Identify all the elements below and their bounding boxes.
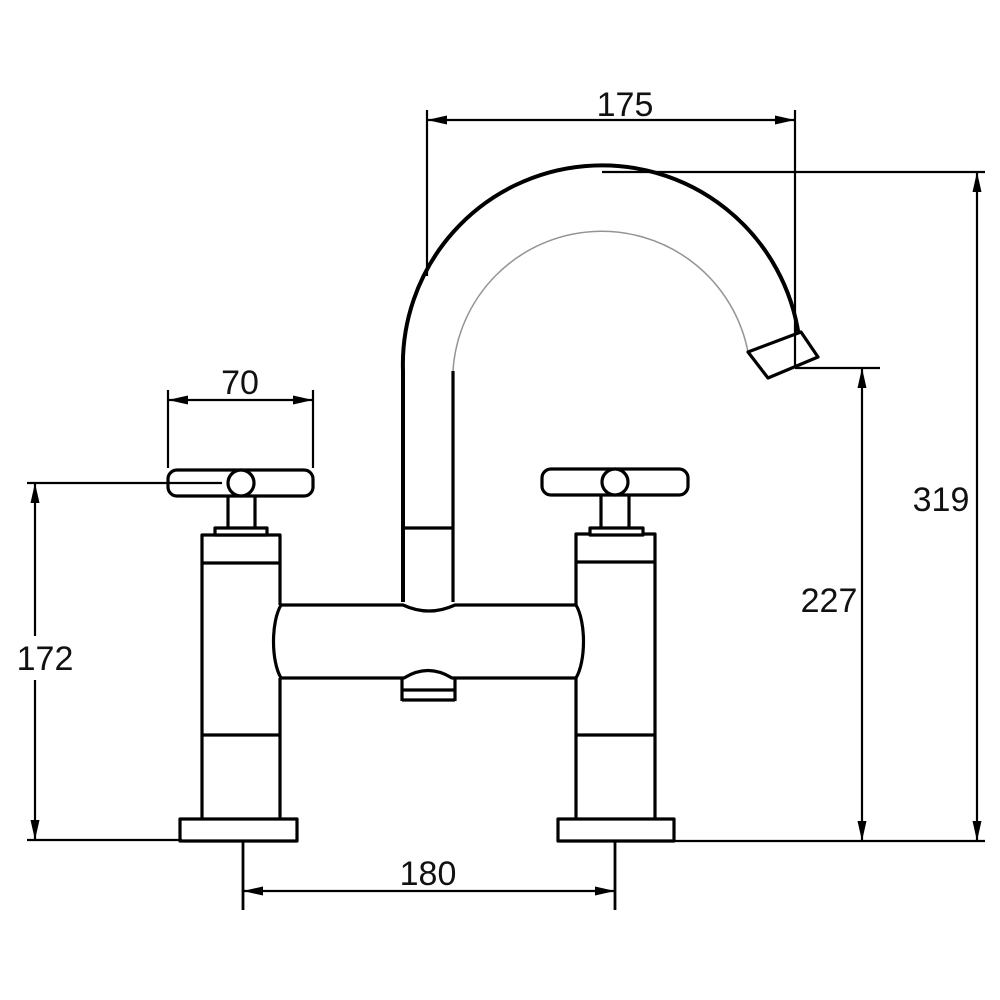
arrowhead-bottom (30, 820, 40, 840)
arrowhead-top (30, 483, 40, 503)
body-tube (271, 603, 586, 702)
arrowhead-bottom (857, 821, 867, 841)
left-column-cap (200, 533, 282, 565)
left-column-walls (200, 563, 282, 819)
left-stem-collar (213, 526, 269, 537)
left-handle-hub (226, 468, 256, 498)
dim-text-tap-centres: 180 (400, 855, 457, 893)
spout-assembly (400, 163, 820, 602)
dim-text-spout-reach: 175 (597, 86, 654, 124)
aerator-outlet (400, 678, 457, 702)
dimension-spout-reach: 175 (425, 86, 797, 368)
dim-text-handle-width: 70 (221, 364, 259, 402)
arrowhead-right (595, 886, 615, 896)
arrowhead-right (293, 395, 313, 405)
dimension-tap-centres: 180 (243, 839, 985, 896)
left-base-plate (178, 817, 299, 843)
body-bottom-edge (281, 668, 576, 680)
spout-nozzle (746, 330, 820, 380)
body-right-cap (574, 604, 586, 679)
arrowhead-left (168, 395, 188, 405)
spout-inner-arc (452, 230, 749, 372)
dimension-handle-height: 172 (17, 481, 222, 842)
arrowhead-right (775, 115, 795, 125)
dim-text-overall-height: 319 (913, 481, 970, 519)
dimension-handle-width: 70 (166, 364, 315, 468)
left-valve-column (166, 468, 315, 843)
arrowhead-bottom (972, 821, 982, 841)
right-column-walls (574, 562, 657, 819)
right-valve-column (540, 467, 690, 843)
dim-text-spout-outlet-height: 227 (801, 582, 858, 620)
arrowhead-left (243, 886, 263, 896)
dim-text-handle-height: 172 (17, 640, 74, 678)
right-handle-stem (599, 495, 631, 528)
left-handle-stem (226, 496, 257, 528)
body-top-edge (281, 603, 576, 613)
right-column-cap (574, 532, 657, 564)
dimension-overall-height: 319 (602, 170, 985, 841)
right-stem-collar (588, 526, 645, 537)
body-left-cap (271, 604, 283, 679)
arrowhead-top (857, 368, 867, 388)
arrowhead-top (972, 172, 982, 192)
dimension-spout-outlet-height: 227 (795, 366, 880, 841)
right-base-plate (556, 817, 676, 843)
arrowhead-left (427, 115, 447, 125)
right-handle-hub (600, 467, 630, 497)
spout-outer-arc (400, 163, 801, 602)
